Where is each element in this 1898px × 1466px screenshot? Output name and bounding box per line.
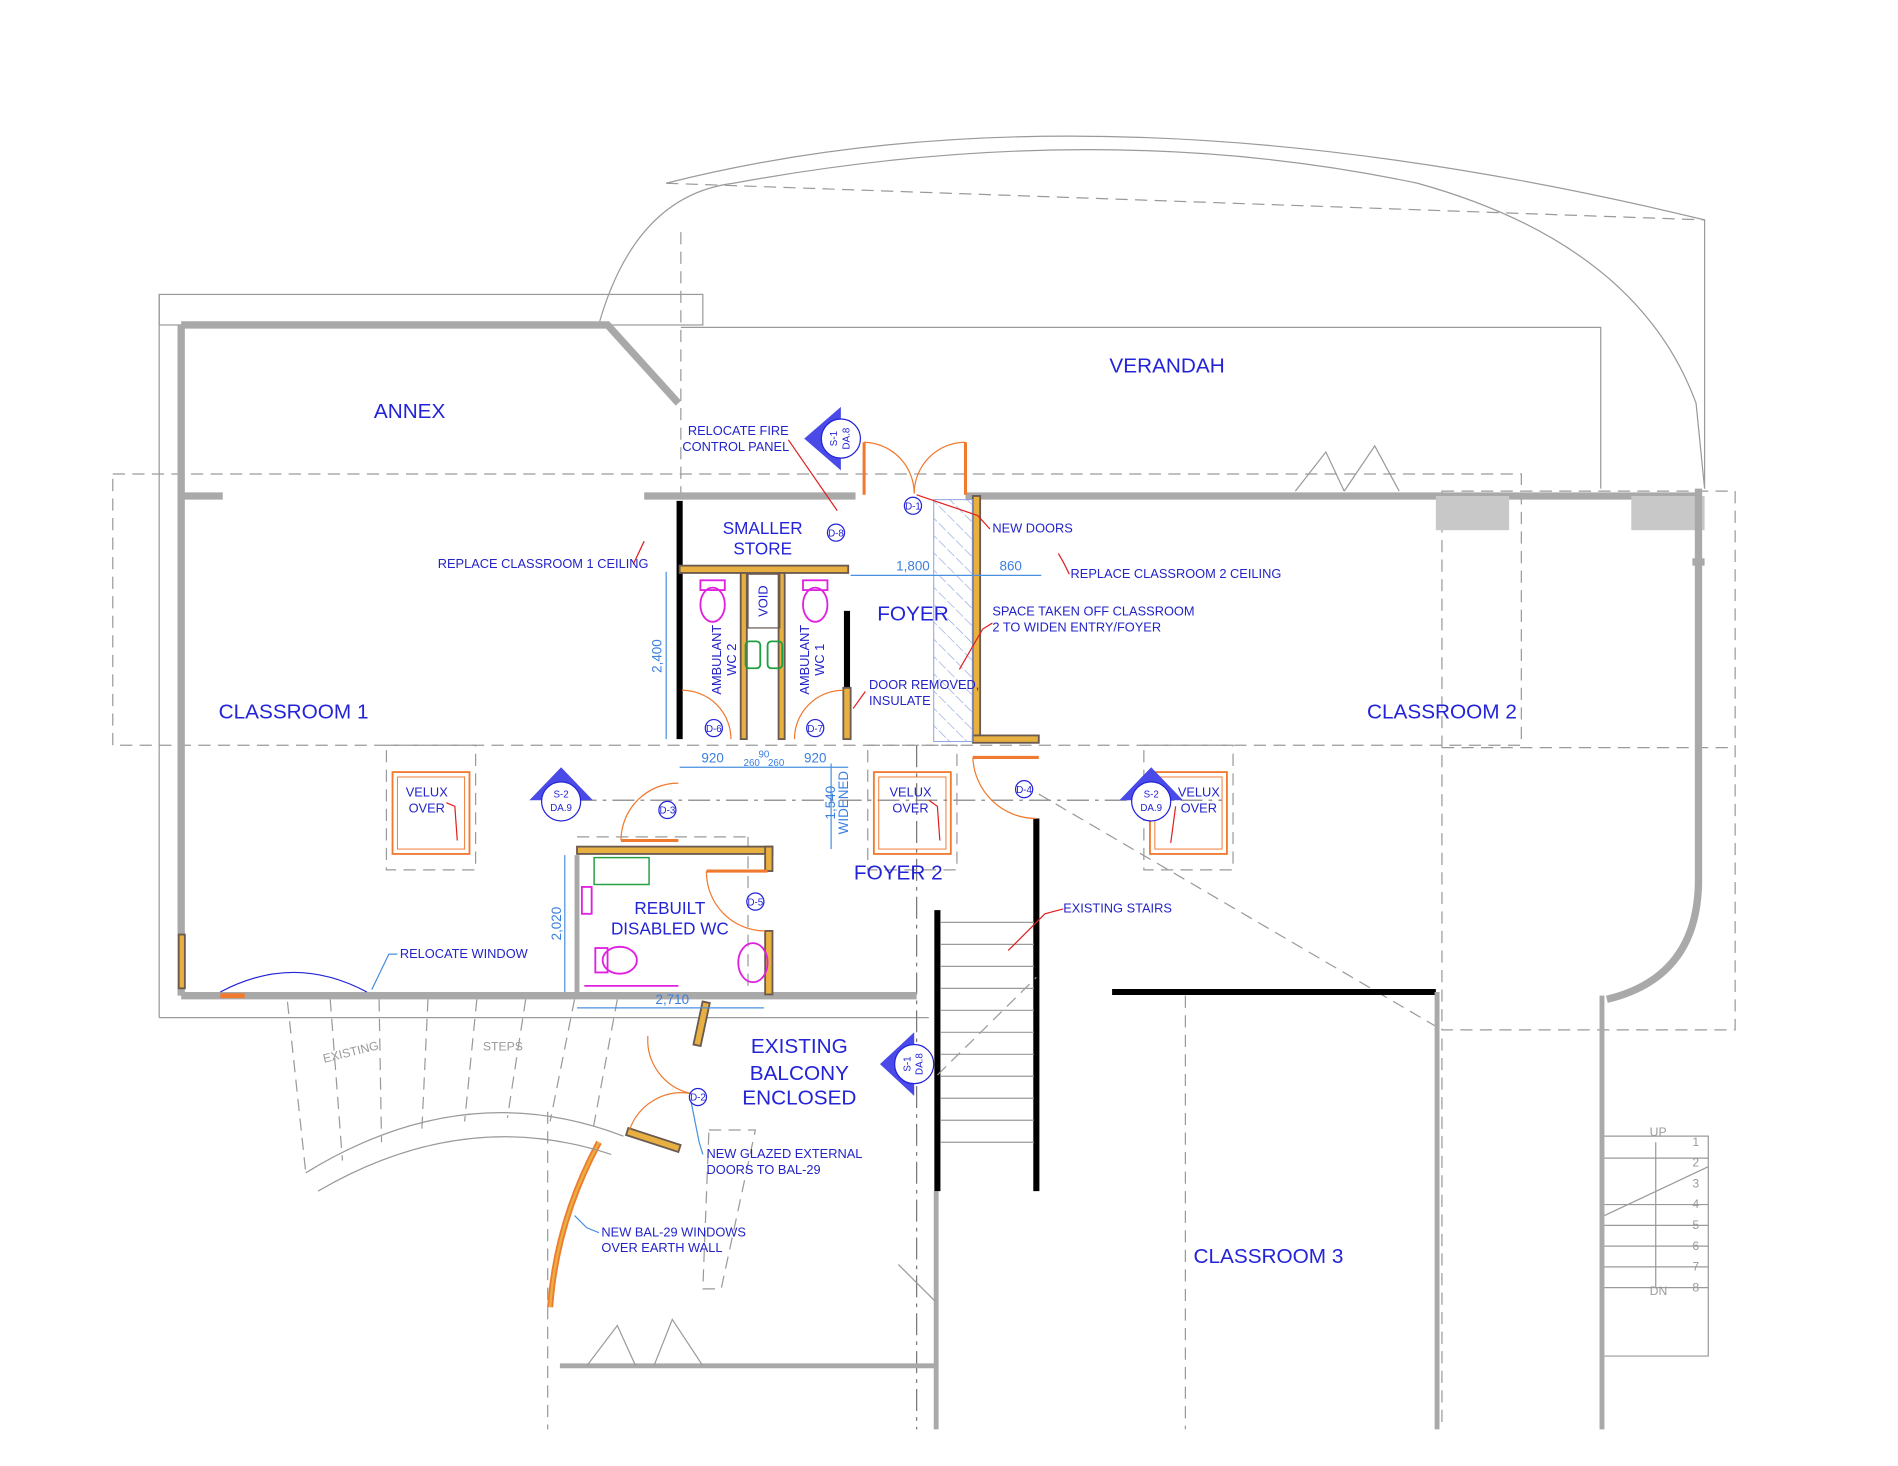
fixtures — [580, 579, 829, 987]
dimension-lines — [564, 571, 1042, 1009]
section-label: S-2 — [1144, 790, 1159, 801]
room-balcony: BALCONY — [750, 1062, 849, 1085]
note-bal-windows: OVER EARTH WALL — [601, 1240, 722, 1255]
section-label: S-1 — [903, 1056, 914, 1071]
dim-860: 860 — [999, 559, 1021, 574]
note-classroom1-ceiling: REPLACE CLASSROOM 1 CEILING — [438, 556, 649, 571]
room-foyer: FOYER — [877, 603, 948, 626]
stair-step: 4 — [1692, 1197, 1699, 1211]
section-marker-s1-top: S-1 DA.8 — [804, 406, 862, 471]
room-balcony: EXISTING — [751, 1035, 848, 1058]
note-space-taken: SPACE TAKEN OFF CLASSROOM — [992, 604, 1194, 619]
annotations: RELOCATE FIRE CONTROL PANEL REPLACE CLAS… — [400, 423, 1281, 1255]
stairs: UP DN 1 2 3 4 5 6 7 8 — [936, 921, 1709, 1357]
note-leaders — [371, 439, 1070, 1234]
background-linework — [112, 135, 1736, 1430]
note-existing-stairs: EXISTING STAIRS — [1063, 901, 1172, 916]
dim-1540: 1,540 — [823, 786, 838, 820]
dim-920: 920 — [804, 750, 826, 765]
section-marker-s1-bottom: S-1 DA.8 — [879, 1032, 935, 1096]
section-sheet: DA.8 — [915, 1053, 926, 1075]
room-wc1: AMBULANT — [797, 625, 812, 695]
walls — [177, 321, 1705, 1430]
stair-dn-label: DN — [1650, 1284, 1668, 1298]
velux-label: OVER — [892, 800, 928, 815]
dim-260: 260 — [744, 758, 761, 769]
dim-90: 90 — [758, 749, 769, 760]
door-tag-d5: D-5 — [747, 897, 763, 908]
foyer-widening-hatch — [933, 499, 974, 743]
room-balcony: ENCLOSED — [742, 1086, 856, 1109]
section-marker-s2-left: S-2 DA.9 — [529, 767, 593, 822]
section-label: S-1 — [829, 431, 840, 446]
stair-step: 3 — [1692, 1176, 1699, 1190]
room-annex: ANNEX — [374, 400, 446, 423]
dim-2400: 2,400 — [649, 639, 664, 673]
dim-920: 920 — [701, 750, 723, 765]
note-glazed-doors: NEW GLAZED EXTERNAL — [706, 1146, 862, 1161]
section-sheet: DA.9 — [1140, 803, 1162, 814]
door-tag-d8: D-8 — [828, 528, 844, 539]
void-label: VOID — [756, 585, 771, 616]
room-verandah: VERANDAH — [1109, 355, 1224, 378]
stair-step: 2 — [1692, 1156, 1699, 1170]
stair-up-label: UP — [1650, 1125, 1667, 1139]
room-wc2: WC 2 — [724, 644, 739, 676]
note-fire-panel: CONTROL PANEL — [682, 439, 789, 454]
note-fire-panel: RELOCATE FIRE — [688, 423, 789, 438]
section-label: S-2 — [554, 790, 569, 801]
dim-2020: 2,020 — [549, 907, 564, 941]
doors — [219, 441, 1400, 1367]
room-disabled-wc: REBUILT — [634, 899, 705, 918]
room-classroom-3: CLASSROOM 3 — [1194, 1245, 1344, 1268]
door-tag-d4: D-4 — [1016, 785, 1032, 796]
steps-label: STEPS — [483, 1040, 523, 1054]
dim-1800: 1,800 — [896, 559, 930, 574]
dim-260: 260 — [768, 758, 785, 769]
room-smaller-store: SMALLER — [723, 519, 803, 538]
note-relocate-window: RELOCATE WINDOW — [400, 946, 529, 961]
room-wc1: WC 1 — [812, 644, 827, 676]
dimension-labels: 1,800 860 2,400 920 90 260 260 920 1,540… — [549, 559, 1022, 1008]
section-sheet: DA.9 — [550, 803, 572, 814]
room-disabled-wc: DISABLED WC — [611, 920, 729, 939]
note-new-doors: NEW DOORS — [992, 521, 1072, 536]
room-labels: ANNEX VERANDAH CLASSROOM 1 CLASSROOM 2 C… — [219, 355, 1517, 1269]
section-sheet: DA.8 — [841, 428, 852, 450]
velux-label: VELUX — [406, 785, 448, 800]
velux-label: OVER — [409, 800, 445, 815]
room-classroom-2: CLASSROOM 2 — [1367, 700, 1517, 723]
stair-step: 5 — [1692, 1218, 1699, 1232]
door-tags: D-1 D-8 D-6 D-7 D-3 D-5 D-4 D-2 — [658, 496, 1034, 1107]
door-tag-d7: D-7 — [807, 724, 823, 735]
stair-step: 1 — [1692, 1135, 1699, 1149]
room-classroom-1: CLASSROOM 1 — [219, 700, 369, 723]
stair-step: 6 — [1692, 1239, 1699, 1253]
velux-label: VELUX — [890, 785, 932, 800]
note-space-taken: 2 TO WIDEN ENTRY/FOYER — [992, 620, 1161, 635]
dim-2710: 2,710 — [655, 992, 689, 1007]
velux-label: VELUX — [1178, 785, 1220, 800]
dim-widened: WIDENED — [836, 771, 851, 835]
room-foyer-2: FOYER 2 — [854, 862, 943, 885]
note-door-removed: INSULATE — [869, 693, 931, 708]
existing-steps: EXISTING STEPS — [286, 999, 624, 1192]
stair-step: 7 — [1692, 1260, 1699, 1274]
door-tag-d1: D-1 — [905, 501, 921, 512]
velux-windows: VELUX OVER VELUX OVER VELUX OVER — [391, 771, 1228, 855]
existing-steps-label: EXISTING — [321, 1038, 380, 1065]
stair-step: 8 — [1692, 1280, 1699, 1294]
room-smaller-store: STORE — [733, 540, 792, 559]
door-tag-d6: D-6 — [706, 724, 722, 735]
door-tag-d3: D-3 — [660, 806, 676, 817]
section-marker-s2-right: S-2 DA.9 — [1119, 767, 1183, 822]
note-glazed-doors: DOORS TO BAL-29 — [706, 1162, 820, 1177]
note-door-removed: DOOR REMOVED, — [869, 677, 979, 692]
velux-label: OVER — [1181, 800, 1217, 815]
room-wc2: AMBULANT — [709, 625, 724, 695]
note-bal-windows: NEW BAL-29 WINDOWS — [601, 1224, 746, 1239]
door-tag-d2: D-2 — [690, 1093, 706, 1104]
note-classroom2-ceiling: REPLACE CLASSROOM 2 CEILING — [1071, 566, 1282, 581]
